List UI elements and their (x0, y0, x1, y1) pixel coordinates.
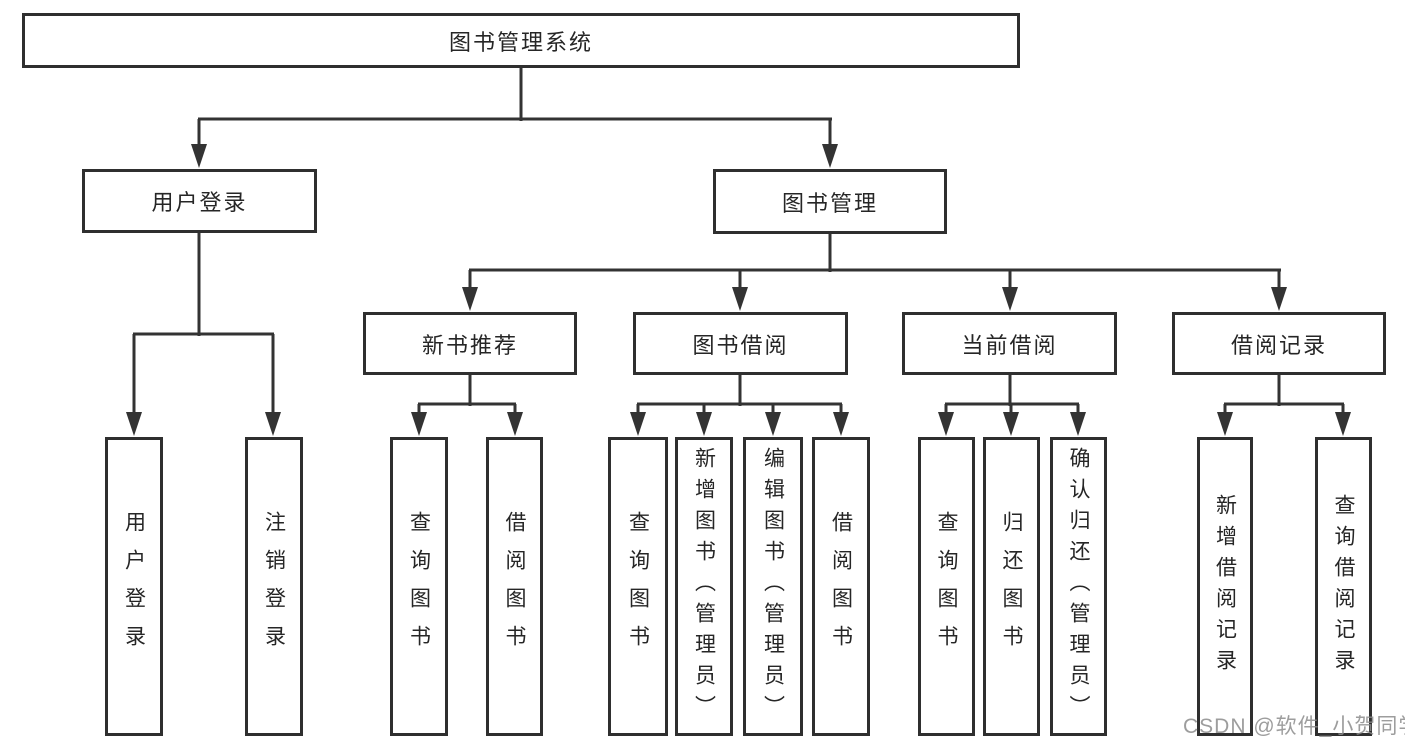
arrow-down-icon (696, 412, 712, 436)
node-borrowing-records: 借阅记录 (1172, 312, 1386, 375)
arrow-down-icon (1002, 287, 1018, 311)
node-label: 图书借阅 (692, 332, 789, 358)
arrow-down-icon (1335, 412, 1351, 436)
node-root-system: 图书管理系统 (22, 13, 1020, 68)
arrow-down-icon (507, 412, 523, 436)
node-label: 查询图书 (626, 510, 650, 663)
arrow-down-icon (126, 412, 142, 436)
node-label: 编辑图书（管理员） (761, 447, 785, 726)
node-label: 当前借阅 (961, 332, 1058, 358)
leaf-query-books-recommend: 查询图书 (390, 437, 448, 736)
leaf-return-book: 归还图书 (983, 437, 1040, 736)
arrow-down-icon (822, 144, 838, 168)
node-label: 借阅图书 (829, 510, 853, 663)
node-label: 图书管理系统 (448, 29, 593, 55)
node-label: 注销登录 (262, 510, 286, 663)
arrow-down-icon (265, 412, 281, 436)
node-label: 确认归还（管理员） (1067, 447, 1090, 726)
arrow-down-icon (1217, 412, 1233, 436)
leaf-add-borrow-record: 新增借阅记录 (1197, 437, 1253, 736)
arrow-down-icon (1271, 287, 1287, 311)
leaf-borrow-books-recommend: 借阅图书 (486, 437, 543, 736)
node-label: 新书推荐 (421, 332, 518, 358)
node-label: 归还图书 (1000, 510, 1023, 663)
node-label: 借阅记录 (1230, 332, 1327, 358)
node-book-borrowing: 图书借阅 (633, 312, 848, 375)
node-new-book-recommendation: 新书推荐 (363, 312, 577, 375)
leaf-query-books-borrowing: 查询图书 (608, 437, 668, 736)
leaf-logout: 注销登录 (245, 437, 303, 736)
node-label: 借阅图书 (503, 510, 526, 663)
leaf-borrow-books: 借阅图书 (812, 437, 870, 736)
node-label: 用户登录 (151, 190, 248, 215)
csdn-watermark: CSDN @软件_小贺同学 (1183, 715, 1405, 738)
node-current-borrowing: 当前借阅 (902, 312, 1117, 375)
arrow-down-icon (462, 287, 478, 311)
node-label: 用户登录 (122, 510, 146, 663)
arrow-down-icon (1070, 412, 1086, 436)
arrow-down-icon (732, 287, 748, 311)
node-book-management-module: 图书管理 (713, 169, 947, 234)
arrow-down-icon (765, 412, 781, 436)
arrow-down-icon (191, 144, 207, 168)
arrow-down-icon (938, 412, 954, 436)
node-label: 新增借阅记录 (1213, 493, 1237, 680)
node-user-login-module: 用户登录 (82, 169, 317, 233)
node-label: 图书管理 (781, 190, 878, 216)
leaf-confirm-return-admin: 确认归还（管理员） (1050, 437, 1107, 736)
leaf-query-books-current: 查询图书 (918, 437, 975, 736)
leaf-edit-book-admin: 编辑图书（管理员） (743, 437, 803, 736)
node-label: 查询借阅记录 (1332, 493, 1355, 680)
node-label: 新增图书（管理员） (692, 447, 716, 726)
arrow-down-icon (411, 412, 427, 436)
node-label: 查询图书 (407, 510, 431, 663)
leaf-query-borrow-record: 查询借阅记录 (1315, 437, 1372, 736)
arrow-down-icon (1003, 412, 1019, 436)
leaf-user-login: 用户登录 (105, 437, 163, 736)
arrow-down-icon (630, 412, 646, 436)
arrow-down-icon (833, 412, 849, 436)
leaf-add-book-admin: 新增图书（管理员） (675, 437, 733, 736)
node-label: 查询图书 (935, 510, 958, 663)
